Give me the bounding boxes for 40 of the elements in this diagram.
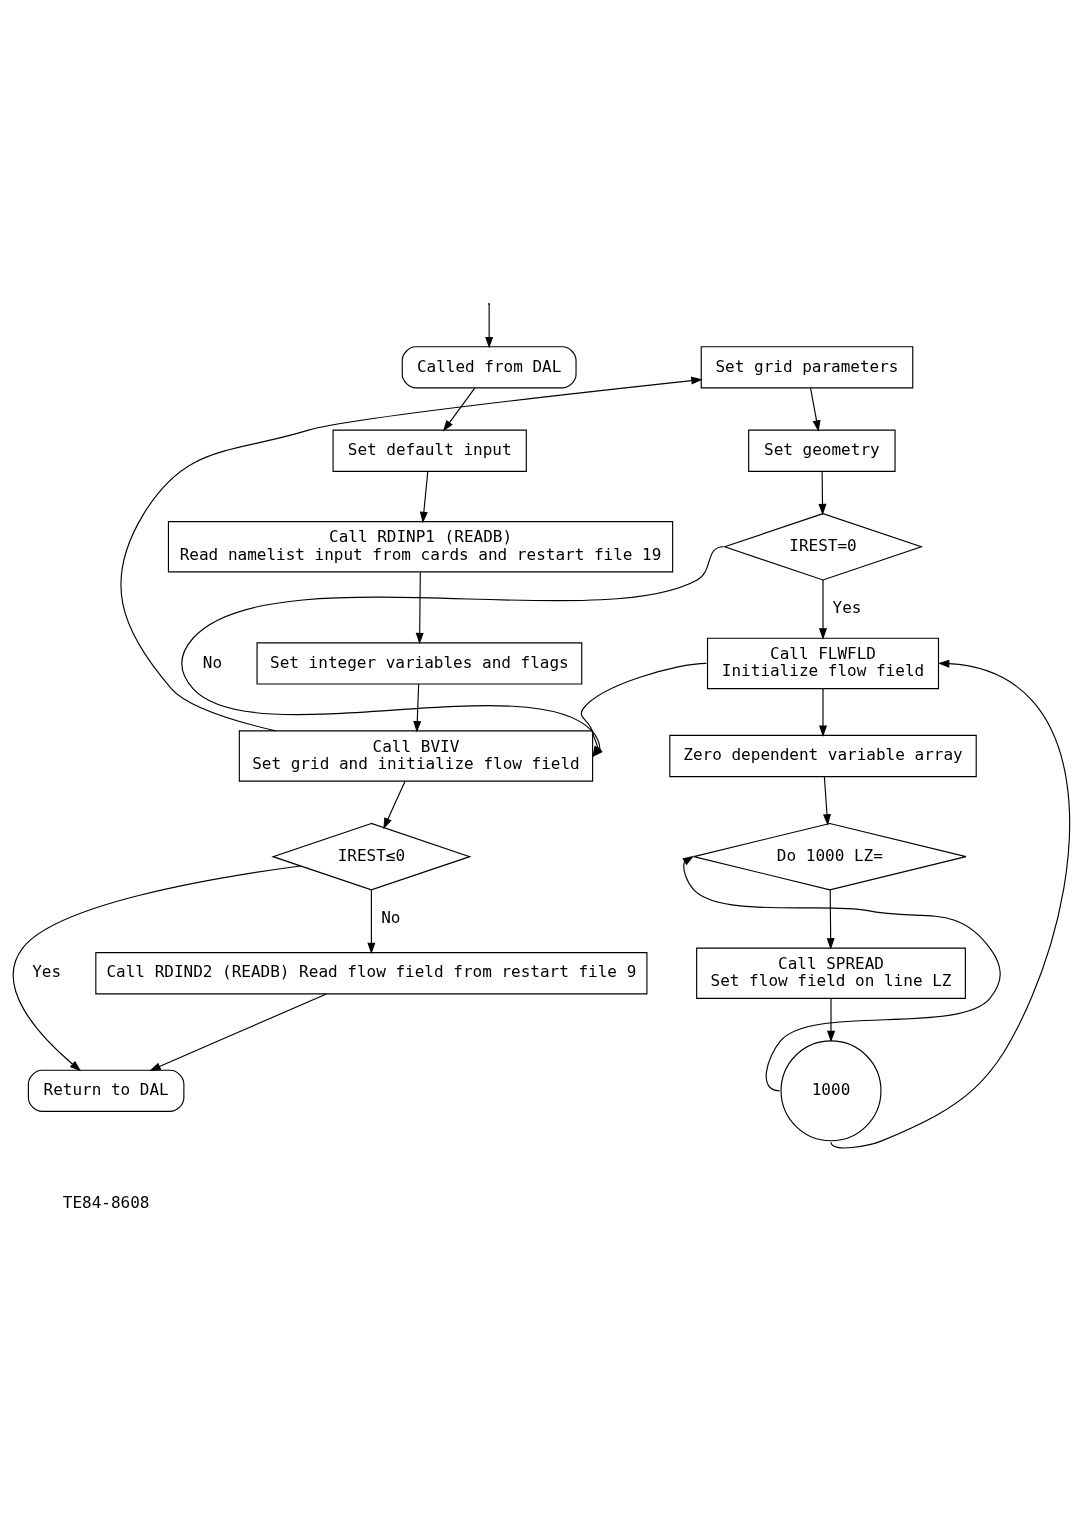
node-box: Called from DAL <box>401 346 577 389</box>
node-circle: 1000 <box>780 1040 882 1142</box>
arrow <box>120 376 703 732</box>
node-box: Call RDINP1 (READB) Read namelist input from cards and restart file 19 <box>167 521 674 573</box>
node-box: Zero dependent variable array <box>669 734 977 778</box>
node-box: Return to DAL <box>27 1069 185 1112</box>
node-box: Set geometry <box>748 429 896 472</box>
edge-label: Yes <box>32 962 62 982</box>
edge-label: No <box>381 908 401 928</box>
arrow <box>12 865 301 1072</box>
arrow <box>415 571 424 645</box>
arrow <box>442 387 476 432</box>
arrow <box>819 579 827 640</box>
node-diamond: IREST≤0 <box>271 822 472 891</box>
node-box: Set grid parameters <box>700 346 914 389</box>
arrow <box>682 855 1001 1092</box>
node-box: Call FLWFLD Initialize flow field <box>706 637 940 690</box>
arrow <box>383 780 406 830</box>
arrow <box>810 387 821 432</box>
node-diamond: IREST=0 <box>722 513 924 581</box>
arrow <box>413 683 422 733</box>
node-box: Call RDIND2 (READB) Read flow field from restart file 9 <box>95 952 648 995</box>
node-box: Set integer variables and flags <box>256 642 583 685</box>
arrow <box>823 776 831 826</box>
arrow <box>367 889 376 955</box>
arrow <box>419 471 429 524</box>
arrow <box>827 998 835 1043</box>
arrow <box>826 889 835 950</box>
arrow <box>819 688 827 737</box>
edge-label: No <box>202 652 223 672</box>
node-box: Set default input <box>332 429 527 472</box>
label: TE84-8608 <box>62 1193 150 1213</box>
node-diamond: Do 1000 LZ= <box>693 822 967 891</box>
node-box: Call SPREAD Set flow field on line LZ <box>696 947 966 999</box>
arrow <box>149 993 327 1071</box>
edge-label: Yes <box>832 598 862 618</box>
arrow <box>485 304 494 349</box>
arrow <box>830 659 1071 1149</box>
node-box: Call BVIV Set grid and initialize flow field <box>238 730 594 782</box>
arrow <box>818 471 827 516</box>
